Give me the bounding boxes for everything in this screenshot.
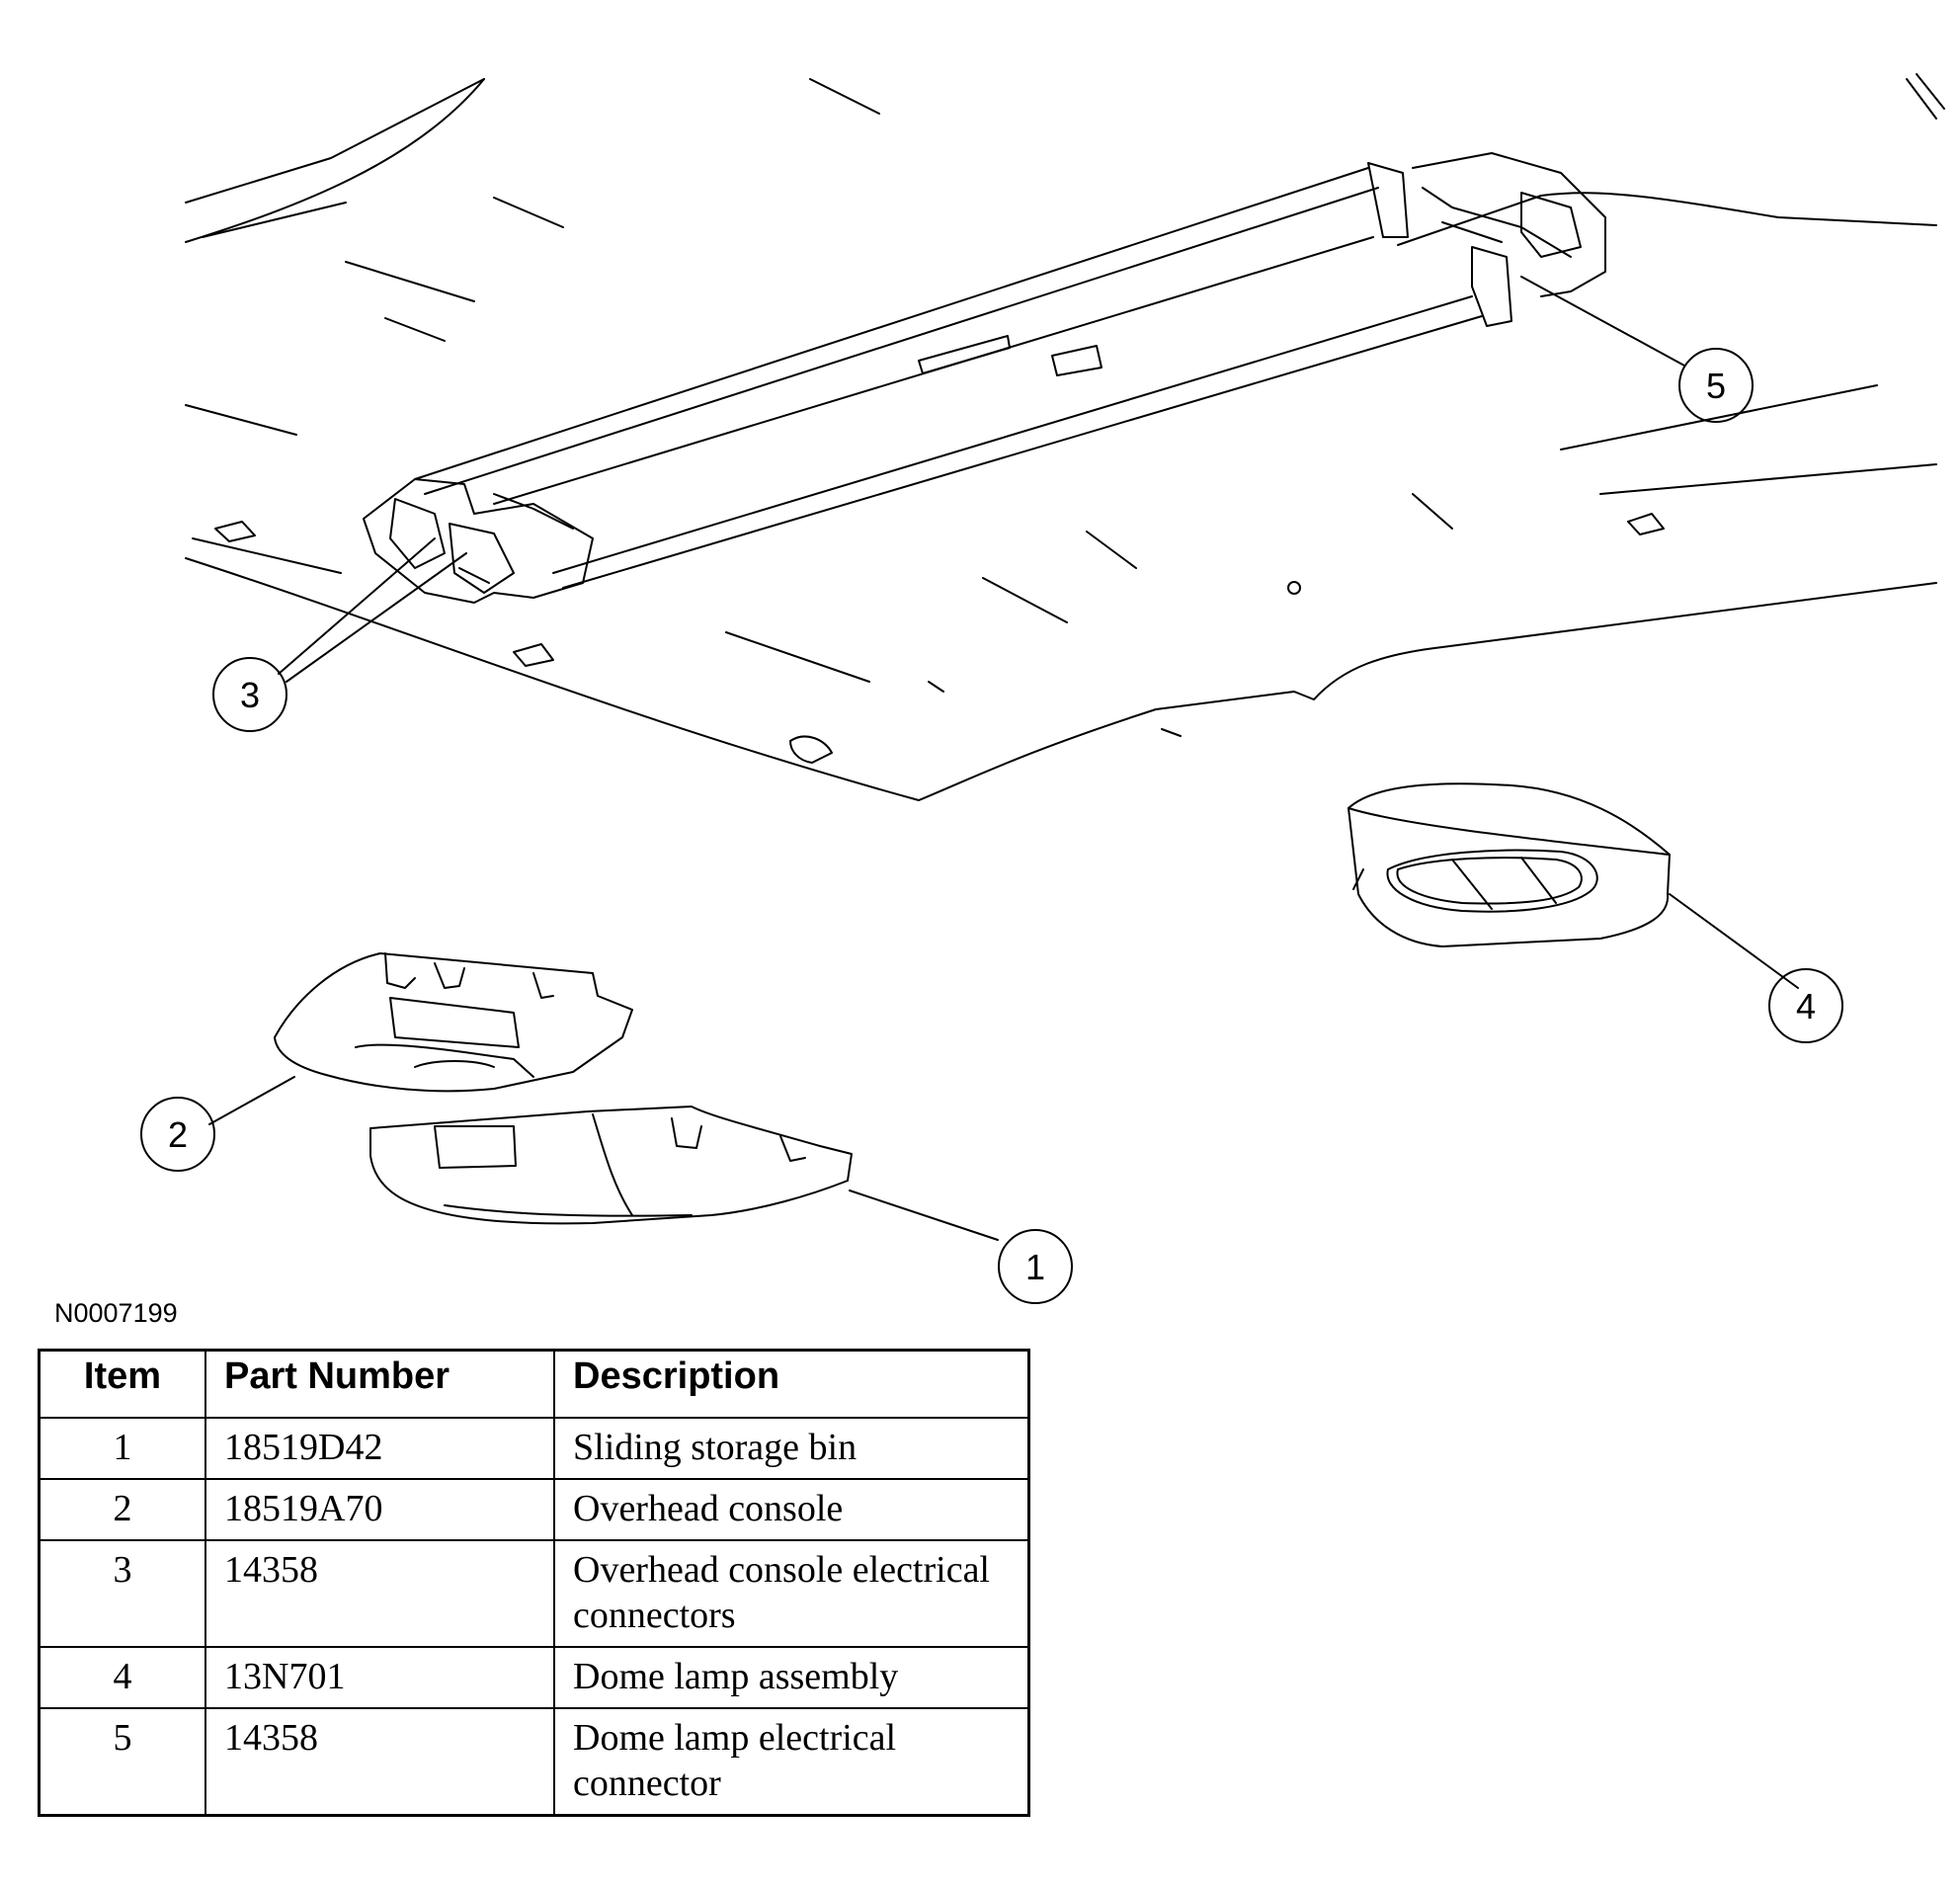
cell-part-number: 18519D42 [204,1417,555,1480]
cell-item: 5 [38,1707,206,1817]
cell-part-number: 18519A70 [204,1478,555,1541]
figure-id: N0007199 [54,1298,178,1328]
cell-item: 1 [38,1417,206,1480]
callout-2-number: 2 [168,1114,188,1155]
front-connector-cluster [363,478,594,604]
leader-lines [208,276,1799,1241]
table-row: 2 18519A70 Overhead console [38,1478,1030,1541]
cell-item: 2 [38,1478,206,1541]
header-item: Item [38,1349,206,1419]
callout-5-circle [1678,348,1754,423]
headliner [185,73,1945,890]
cell-description: Overhead console electrical connectors [553,1539,1030,1648]
cell-item: 3 [38,1539,206,1648]
dome-lamp-shape [1348,782,1671,947]
console-rails [414,167,1483,589]
table-row: 4 13N701 Dome lamp assembly [38,1646,1030,1709]
overhead-console-shape [274,952,633,1093]
header-part-number: Part Number [204,1349,555,1419]
cell-item: 4 [38,1646,206,1709]
callout-3-circle [212,657,287,732]
cell-description: Sliding storage bin [553,1417,1030,1480]
cell-part-number: 14358 [204,1539,555,1648]
table-row: 1 18519D42 Sliding storage bin [38,1417,1030,1480]
storage-bin-shape [369,1106,853,1225]
rear-connector-cluster [1367,152,1606,327]
callout-4-circle [1768,968,1843,1043]
callout-2-circle [140,1097,215,1172]
callout-4-number: 4 [1796,986,1816,1026]
cell-part-number: 13N701 [204,1646,555,1709]
table-row: 3 14358 Overhead console electrical conn… [38,1539,1030,1648]
cell-part-number: 14358 [204,1707,555,1817]
callout-1-circle [998,1229,1073,1304]
callout-5-number: 5 [1706,366,1726,406]
callout-3-number: 3 [240,675,260,715]
header-description: Description [553,1349,1030,1419]
cell-description: Dome lamp assembly [553,1646,1030,1709]
cell-description: Overhead console [553,1478,1030,1541]
callout-1-number: 1 [1025,1247,1045,1287]
cell-description: Dome lamp electrical connector [553,1707,1030,1817]
diagram-svg: 5 3 4 2 1 [140,73,1945,1304]
table-header-row: Item Part Number Description [38,1349,1030,1419]
parts-illustration: 5 3 4 2 1 [140,73,1945,1304]
parts-table: Item Part Number Description 1 18519D42 … [38,1349,1030,1817]
table-row: 5 14358 Dome lamp electrical connector [38,1707,1030,1817]
